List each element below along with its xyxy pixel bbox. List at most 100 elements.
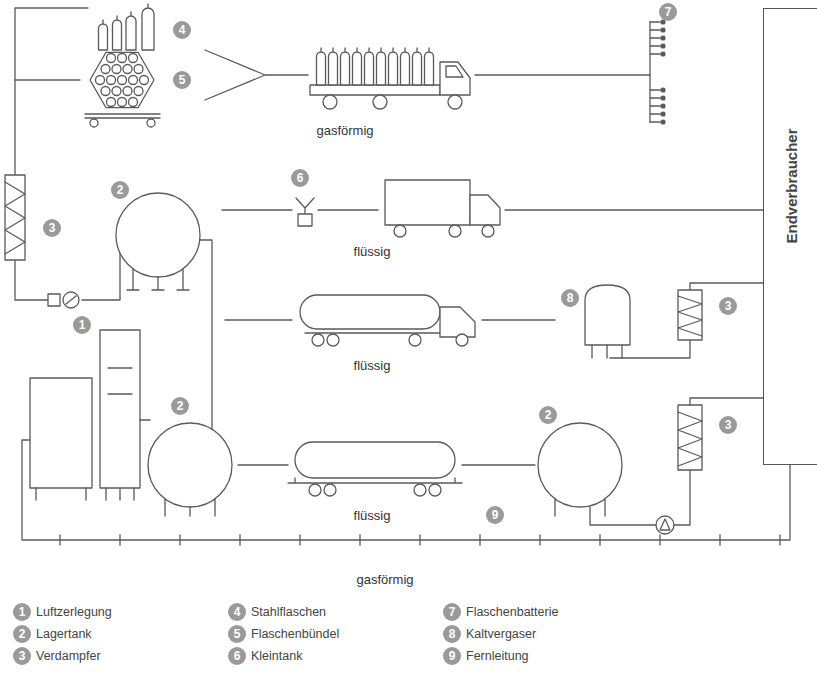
supply-illustration: [5, 4, 790, 545]
bottle-battery: [660, 27, 665, 32]
callout-number: 6: [291, 169, 309, 187]
bottle-bundle: [112, 65, 121, 74]
tanker-truck: [300, 295, 475, 346]
cold-evaporator-tank: [585, 285, 630, 358]
legend-text: Fernleitung: [466, 649, 529, 663]
legend-number: 9: [443, 647, 461, 665]
evaporator-symbol: [678, 405, 702, 470]
bottle-battery: [650, 29, 660, 30]
storage-tank: [127, 269, 189, 290]
legend-number: 4: [228, 603, 246, 621]
storage-tank: [116, 193, 200, 277]
bottle-bundle: [129, 98, 138, 107]
storage-tank: [165, 499, 215, 516]
pipeline: [22, 440, 790, 540]
legend-number: 8: [443, 625, 461, 643]
callout-number: 2: [111, 181, 129, 199]
legend-text: Luftzerlegung: [36, 605, 112, 619]
callout-number: 9: [486, 506, 504, 524]
state-label: flüssig: [354, 245, 391, 260]
legend-text: Kleintank: [251, 649, 302, 663]
transfer-line: [200, 240, 212, 429]
legend-number: 6: [228, 647, 246, 665]
bottle-bundle: [118, 98, 127, 107]
feed-line: [15, 260, 48, 300]
pipeline: [179, 535, 180, 545]
evaporator-symbol: [5, 175, 25, 260]
air-separation-plant: [140, 419, 150, 420]
feed-line: [15, 79, 80, 80]
pipeline: [599, 535, 600, 545]
merge-lines: [205, 50, 308, 100]
pump-symbol: [660, 519, 670, 530]
gas-line: [475, 74, 650, 75]
pipeline: [59, 535, 60, 545]
air-separation-plant: [108, 368, 132, 394]
bottle-bundle: [140, 76, 149, 85]
steel-bottles: [99, 20, 108, 50]
bottle-bundle: [123, 65, 132, 74]
steel-bottles: [142, 4, 154, 50]
evaporator-symbol: [678, 290, 702, 340]
storage-tank: [538, 423, 622, 507]
storage-tank: [538, 423, 622, 516]
pipeline: [299, 535, 300, 545]
bottle-battery: [650, 97, 660, 98]
rail-tank-car: [295, 442, 455, 478]
bottle-truck: [310, 48, 470, 109]
bottle-bundle: [129, 54, 138, 63]
evaporator-symbol: [678, 412, 702, 466]
pump-valve-symbol: [66, 296, 76, 304]
storage-tank: [116, 193, 200, 290]
bottle-battery: [650, 53, 660, 54]
bottle-battery: [660, 51, 665, 56]
storage-tank: [148, 423, 232, 507]
evaporator-symbol: [678, 398, 763, 470]
rail-tank-car: [309, 484, 321, 496]
pump-symbol: [590, 470, 690, 534]
bottle-battery: [650, 37, 660, 38]
evaporator-symbol: [610, 283, 763, 358]
steel-bottles: [99, 4, 155, 50]
bottle-bundle: [118, 54, 127, 63]
bottle-bundle: [112, 87, 121, 96]
bottle-bundle: [90, 52, 154, 107]
pipeline: [239, 535, 240, 545]
box-truck: [482, 225, 494, 237]
bottle-bundle: [123, 87, 132, 96]
legend-text: Lagertank: [36, 627, 92, 641]
bottle-battery: [660, 87, 665, 92]
state-label: flüssig: [354, 509, 391, 524]
evaporator-symbol: [610, 340, 690, 358]
callout-number: 5: [173, 71, 191, 89]
evaporator-symbol: [5, 175, 25, 260]
pipeline: [659, 535, 660, 545]
bottle-battery: [660, 95, 665, 100]
bottle-bundle: [134, 87, 143, 96]
tanker-truck: [409, 334, 421, 346]
bottle-bundle: [85, 114, 160, 118]
callout-number: 3: [43, 219, 61, 237]
bottle-bundle: [107, 76, 116, 85]
box-truck: [385, 180, 470, 225]
bottle-truck: [365, 48, 374, 85]
bottle-battery: [650, 21, 660, 22]
rail-tank-car: [414, 484, 426, 496]
pump-valve-symbol: [63, 292, 79, 308]
bottle-truck: [377, 48, 386, 85]
bottle-battery: [660, 111, 665, 116]
bottle-bundle: [90, 119, 98, 127]
pipeline: [479, 535, 480, 545]
rail-tank-car: [429, 484, 441, 496]
bottle-truck: [425, 48, 434, 85]
callout-number: 3: [719, 297, 737, 315]
bottle-truck: [389, 48, 398, 85]
storage-tank: [555, 499, 605, 516]
pipeline: [539, 535, 540, 545]
merge-lines: [205, 50, 308, 100]
air-separation-plant: [36, 488, 134, 500]
pipeline: [419, 535, 420, 545]
box-truck: [385, 180, 500, 237]
rail-tank-car: [324, 484, 336, 496]
